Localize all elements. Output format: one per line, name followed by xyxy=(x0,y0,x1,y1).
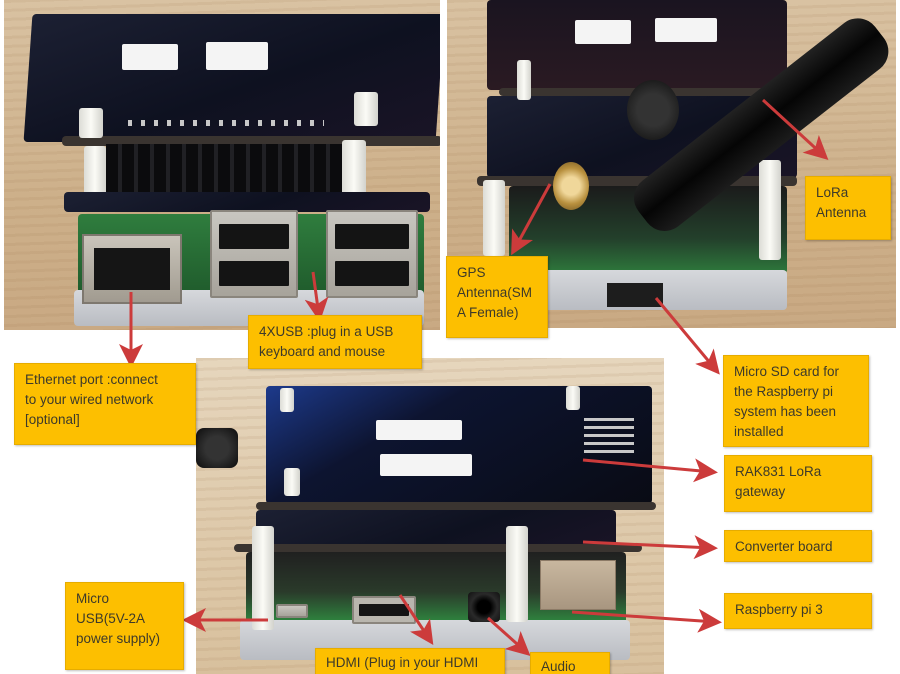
ethernet-port xyxy=(82,234,182,304)
label-ethernet-port: Ethernet port :connect to your wired net… xyxy=(14,363,196,445)
usb-port-pair xyxy=(210,210,298,298)
bottom-photo xyxy=(196,358,664,674)
standoff xyxy=(252,526,274,630)
label-raspberry-pi: Raspberry pi 3 xyxy=(724,593,872,629)
sticker xyxy=(122,44,178,70)
board-edge xyxy=(234,544,642,552)
header-pins xyxy=(128,120,324,126)
rak831-board xyxy=(487,0,787,90)
label-converter-board: Converter board xyxy=(724,530,872,562)
top-left-photo xyxy=(4,0,440,330)
standoff xyxy=(280,388,294,412)
sticker xyxy=(575,20,631,44)
converter-board xyxy=(256,510,616,550)
standoff xyxy=(354,92,378,126)
label-gps-antenna: GPS Antenna(SM A Female) xyxy=(446,256,548,338)
board-edge xyxy=(62,136,440,146)
usb-port-pair xyxy=(326,210,418,298)
label-lora-antenna: LoRa Antenna xyxy=(805,176,891,240)
lora-antenna-base xyxy=(627,80,679,140)
standoff xyxy=(506,526,528,622)
ethernet-port-housing xyxy=(540,560,616,610)
gps-antenna-connector xyxy=(196,428,238,468)
standoff xyxy=(759,160,781,260)
label-audio: Audio xyxy=(530,652,610,674)
standoff xyxy=(566,386,580,410)
heatsink xyxy=(106,144,342,200)
board-edge xyxy=(256,502,656,510)
sticker xyxy=(376,420,462,440)
sticker xyxy=(380,454,472,476)
label-hdmi: HDMI (Plug in your HDMI xyxy=(315,648,505,674)
label-micro-sd-card: Micro SD card for the Raspberry pi syste… xyxy=(723,355,869,447)
board-edge xyxy=(477,176,797,186)
label-micro-usb: Micro USB(5V-2A power supply) xyxy=(65,582,184,670)
micro-usb-port xyxy=(276,604,308,618)
converter-board xyxy=(64,192,430,212)
sticker xyxy=(206,42,268,70)
header-pins xyxy=(584,418,634,458)
sticker xyxy=(655,18,717,42)
standoff xyxy=(342,140,366,196)
hdmi-port xyxy=(352,596,416,624)
audio-jack xyxy=(468,592,500,622)
label-usb-ports: 4XUSB :plug in a USB keyboard and mouse xyxy=(248,315,422,369)
micro-sd-slot xyxy=(607,283,663,307)
label-rak831-gateway: RAK831 LoRa gateway xyxy=(724,455,872,512)
standoff xyxy=(517,60,531,100)
standoff xyxy=(79,108,103,138)
standoff xyxy=(84,146,106,198)
gps-sma-connector xyxy=(553,162,589,210)
standoff xyxy=(284,468,300,496)
standoff xyxy=(483,180,505,256)
